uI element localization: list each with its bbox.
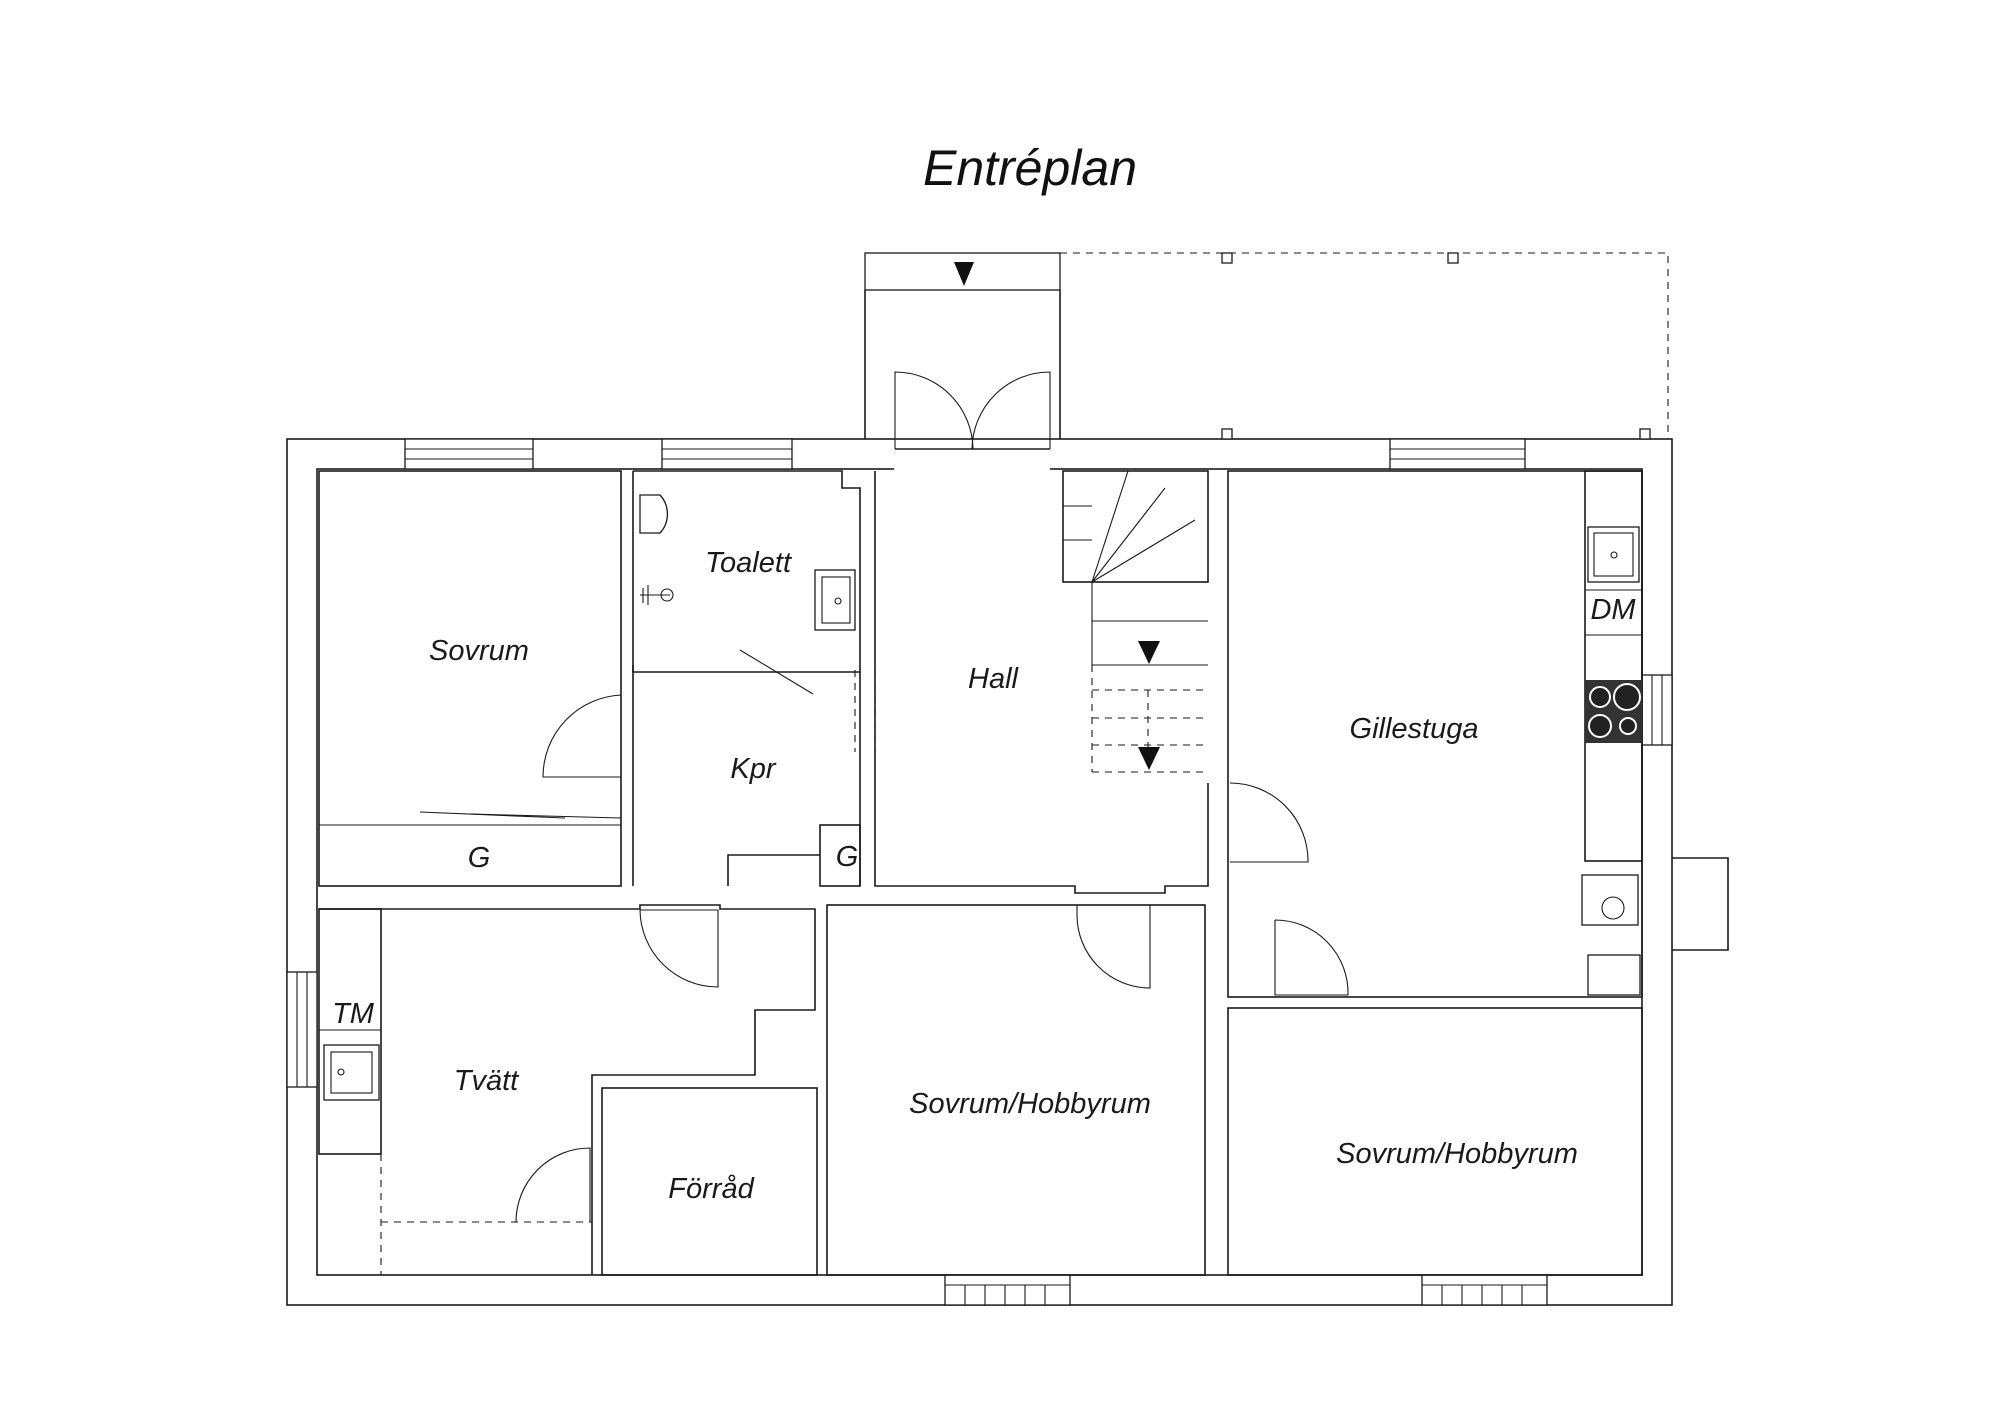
label-toalett: Toalett	[705, 547, 793, 579]
entrance-door-right[interactable]	[971, 371, 1051, 450]
label-hobbyrum-center: Sovrum/Hobbyrum	[909, 1088, 1151, 1120]
door-sovrum[interactable]	[542, 694, 622, 778]
interior-walls	[318, 470, 1643, 1276]
label-tvatt: Tvätt	[454, 1065, 520, 1097]
door-forrad[interactable]	[515, 1147, 591, 1223]
tvatt-sink-icon	[323, 1044, 380, 1101]
fixtures	[319, 494, 1642, 1101]
door-tvatt[interactable]	[639, 909, 719, 988]
label-tvattmaskin: TM	[332, 998, 375, 1030]
chimney	[1581, 857, 1729, 996]
windows-top	[404, 438, 1526, 470]
door-hobbyrum-right[interactable]	[1274, 919, 1349, 996]
plan-title: Entréplan	[923, 140, 1137, 196]
label-garderob-sovrum: G	[468, 842, 491, 874]
stairs-arrow-icon	[1138, 747, 1160, 770]
entrance-arrow-icon	[954, 262, 974, 286]
entrance-porch	[864, 252, 1061, 472]
entrance-door-left[interactable]	[894, 371, 974, 450]
label-forrad: Förråd	[668, 1173, 754, 1205]
label-hobbyrum-right: Sovrum/Hobbyrum	[1336, 1138, 1578, 1170]
kitchen-sink-icon	[1587, 526, 1640, 583]
room-labels: Sovrum Toalett Hall Kpr Gillestuga G G T…	[332, 547, 1636, 1205]
toilet-icon	[639, 494, 669, 534]
label-gillestuga: Gillestuga	[1350, 713, 1479, 745]
door-gillestuga[interactable]	[1229, 782, 1309, 863]
outer-walls	[286, 438, 1673, 1306]
windows-side	[286, 674, 1673, 1088]
label-garderob-kpr: G	[836, 841, 859, 873]
doors	[515, 694, 1349, 1223]
stairs-down-arrow-icon	[1138, 641, 1160, 664]
windows-bottom	[944, 1274, 1548, 1306]
label-sovrum: Sovrum	[429, 635, 529, 667]
door-hobbyrum-center[interactable]	[1076, 905, 1151, 989]
label-diskmaskin: DM	[1590, 594, 1636, 626]
label-kpr: Kpr	[730, 753, 776, 785]
terrace	[1060, 252, 1669, 440]
label-hall: Hall	[968, 663, 1020, 695]
